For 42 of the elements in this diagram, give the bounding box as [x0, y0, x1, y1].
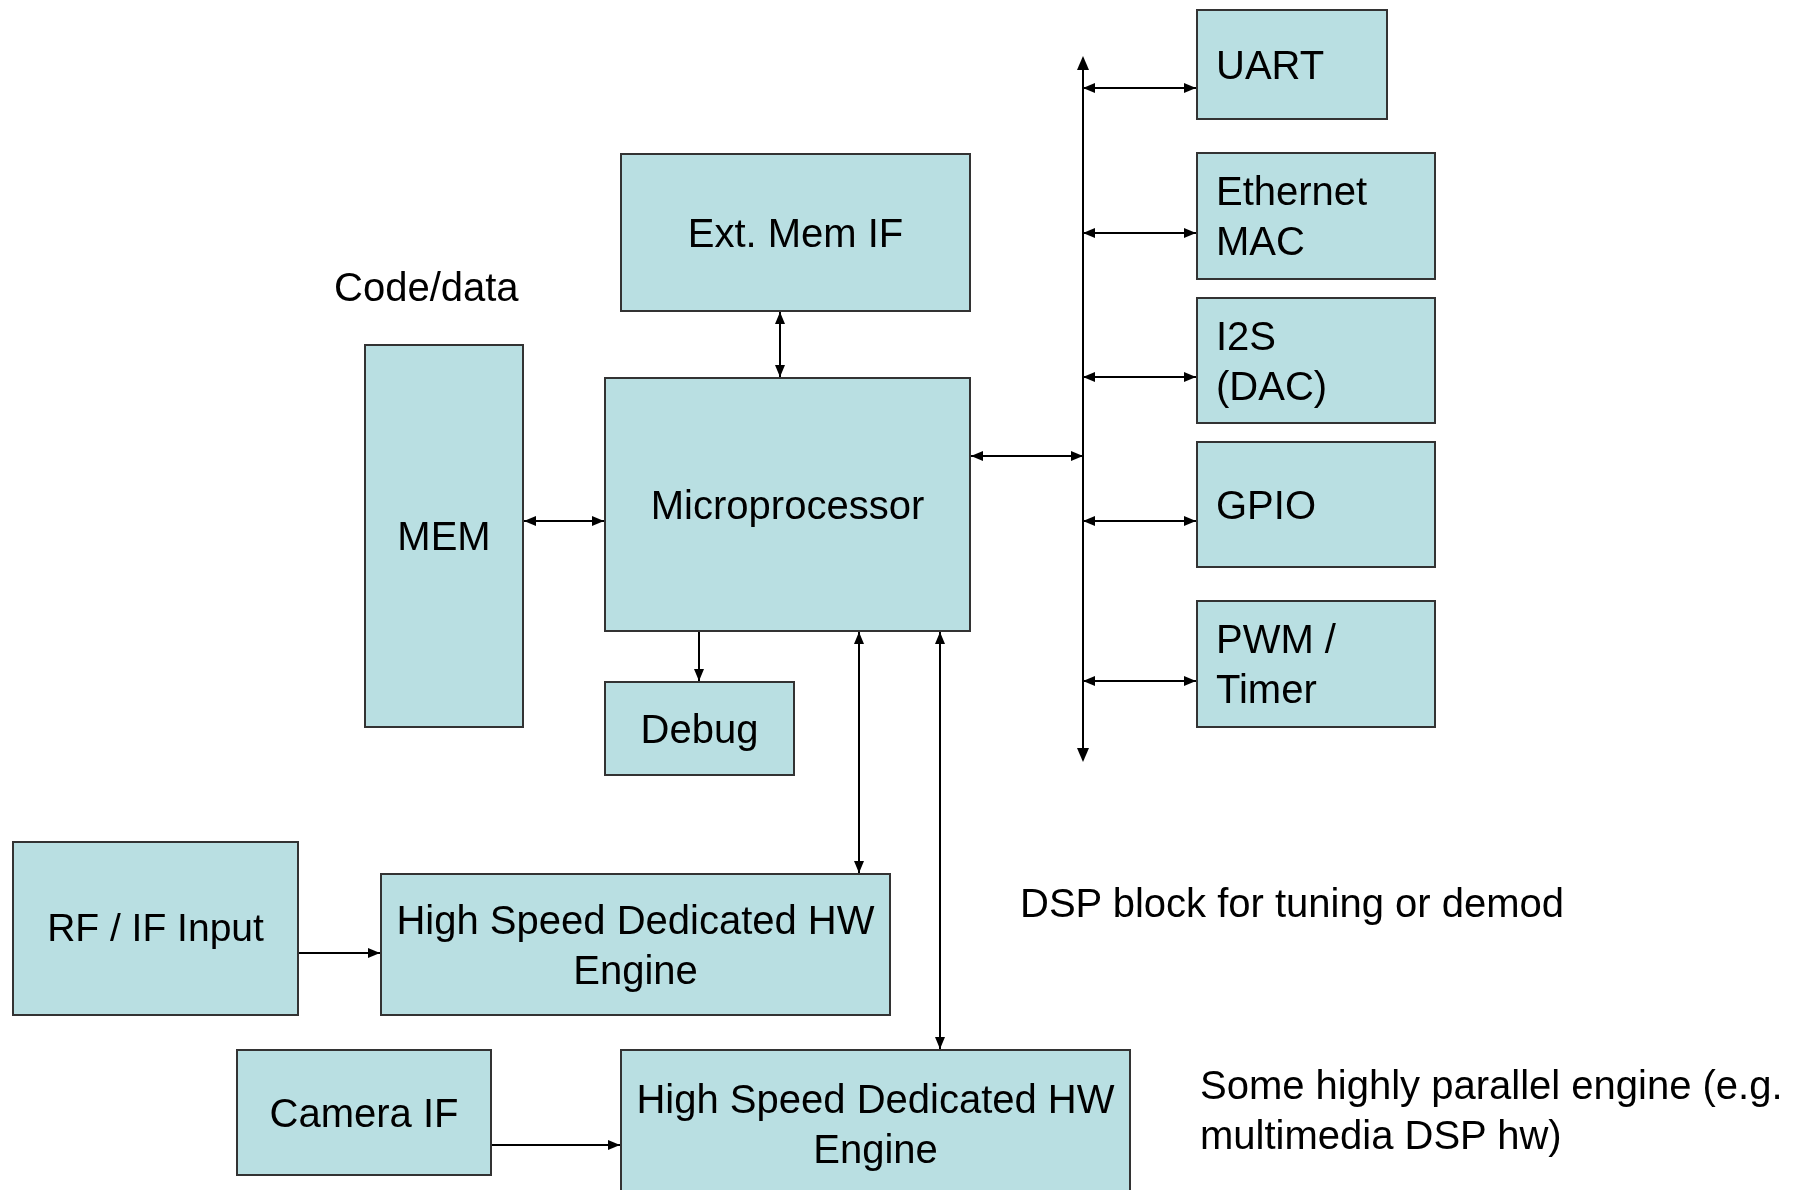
arrow [298, 948, 381, 958]
memory-heading: Code/data [334, 264, 519, 311]
block-label: High Speed Dedicated HW Engine [635, 1076, 1116, 1173]
block-label: High Speed Dedicated HW Engine [395, 896, 876, 994]
arrow [523, 516, 605, 526]
block-box [236, 1049, 492, 1176]
block-box [620, 1049, 1131, 1190]
arrow [854, 631, 864, 874]
block-label: Camera IF [269, 1089, 459, 1137]
block-label: GPIO [1216, 481, 1317, 529]
block-label: RF / IF Input [47, 905, 264, 952]
block-box [1196, 152, 1436, 280]
block-box [1196, 297, 1436, 424]
block-label: Microprocessor [650, 481, 925, 529]
block-label: Ethernet MAC [1216, 168, 1369, 265]
block-label: Ext. Mem IF [687, 209, 904, 257]
arrow [1082, 516, 1197, 526]
arrow [1082, 676, 1197, 686]
block-caption: DSP block for tuning or demod [1020, 880, 1564, 927]
block-box [604, 377, 971, 632]
arrow [970, 451, 1084, 461]
block-box [12, 841, 299, 1016]
block-label: UART [1216, 41, 1325, 89]
block-label: MEM [397, 513, 491, 560]
arrow [775, 311, 785, 378]
arrow [1082, 83, 1197, 93]
block-label: PWM / Timer [1216, 616, 1337, 713]
block-box [1196, 441, 1436, 568]
arrow [491, 1140, 621, 1150]
arrow [935, 631, 945, 1050]
block-box [620, 153, 971, 312]
block-label: Debug [640, 705, 759, 753]
arrow [1082, 372, 1197, 382]
block-caption: Some highly parallel engine (e.g. multimedia DSP hw) [1200, 1062, 1784, 1159]
block-box [1196, 9, 1388, 120]
block-box [380, 873, 891, 1016]
block-box [604, 681, 795, 776]
arrow [694, 631, 704, 682]
block-box [1196, 600, 1436, 728]
arrow [1082, 228, 1197, 238]
block-box [364, 344, 524, 728]
block-label: I2S (DAC) [1216, 312, 1329, 410]
